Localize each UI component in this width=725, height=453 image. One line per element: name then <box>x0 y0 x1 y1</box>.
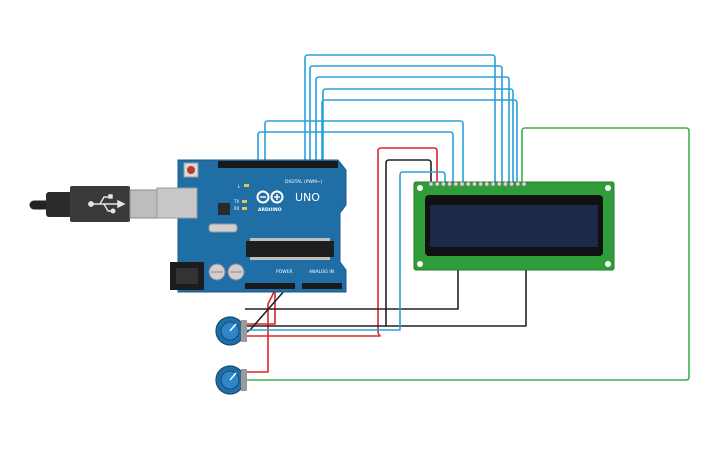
lcd-mount-hole <box>605 261 611 267</box>
lcd-mount-hole <box>417 185 423 191</box>
lcd-pin[interactable] <box>478 181 483 187</box>
led-label-l: L <box>238 184 241 189</box>
lcd-pin[interactable] <box>440 181 446 187</box>
usb-strain-relief <box>46 192 72 217</box>
potentiometer-terminals <box>241 320 247 342</box>
wire-5v-to-lcd[interactable] <box>246 147 438 337</box>
wire-d3-to-lcd-d6[interactable] <box>309 65 503 183</box>
wire-d12-to-lcd-rs[interactable] <box>257 131 454 183</box>
dc-jack-inner <box>176 268 198 284</box>
potentiometer-terminals <box>241 369 247 391</box>
lcd-pin-row <box>428 181 527 187</box>
crystal-oscillator <box>208 223 238 233</box>
lcd-mount-hole <box>417 261 423 267</box>
lcd-pin[interactable] <box>509 181 514 187</box>
potentiometer-indicator <box>229 323 237 332</box>
arduino-uno[interactable]: DIGITAL (PWM~) L TX RX ARDUINO UNO <box>156 159 347 293</box>
arduino-logo-icon <box>256 190 284 204</box>
atmega-pins <box>250 238 330 260</box>
wire-d11-to-lcd-en[interactable] <box>264 120 464 183</box>
lcd-pin[interactable] <box>521 181 527 187</box>
usb-cable[interactable] <box>29 186 161 222</box>
lcd-pin[interactable] <box>490 181 496 187</box>
power-header <box>245 283 295 289</box>
potentiometer-indicator <box>229 372 237 381</box>
reset-button-cap[interactable] <box>187 166 195 174</box>
wire-pot1-wiper-to-lcd-v0[interactable] <box>246 171 446 331</box>
power-header-label: POWER <box>276 269 293 275</box>
lcd-pin[interactable] <box>447 181 452 187</box>
lcd-pin[interactable] <box>434 181 440 187</box>
lcd-pin[interactable] <box>453 181 459 187</box>
analog-header-label: ANALOG IN <box>309 269 334 275</box>
lcd-screen <box>430 205 598 247</box>
wire-gnd-lcd-k[interactable] <box>245 270 527 327</box>
lcd-pin[interactable] <box>496 181 502 187</box>
usb-controller-chip <box>218 203 230 215</box>
potentiometer-1[interactable] <box>215 316 247 346</box>
lcd-pin[interactable] <box>459 181 465 187</box>
wire-d4-to-lcd-d5[interactable] <box>315 76 510 183</box>
arduino-model-label: UNO <box>295 191 320 204</box>
wire-d5-to-lcd-d4[interactable] <box>322 88 514 183</box>
lcd-pin[interactable] <box>484 181 490 187</box>
lcd-16x2[interactable] <box>413 181 615 271</box>
usb-icon <box>88 194 126 214</box>
digital-header <box>218 161 338 168</box>
lcd-pin[interactable] <box>515 181 521 187</box>
led-l <box>244 184 249 187</box>
lcd-mount-hole <box>605 185 611 191</box>
wire-gnd-pot-rail[interactable] <box>245 270 459 310</box>
potentiometer-2[interactable] <box>215 365 247 395</box>
led-label-rx: RX <box>234 206 240 211</box>
analog-header <box>302 283 342 289</box>
lcd-pin[interactable] <box>465 181 471 187</box>
atmega-microcontroller <box>246 241 334 257</box>
usb-b-jack <box>156 187 198 219</box>
wires <box>244 54 690 381</box>
wire-gnd-to-lcd-vss[interactable] <box>385 159 432 326</box>
wire-5v-to-pot2[interactable] <box>246 289 276 373</box>
lcd-pin[interactable] <box>502 181 508 187</box>
wire-pot2-to-lcd-anode[interactable] <box>246 127 690 381</box>
lcd-pin[interactable] <box>428 181 434 187</box>
led-rx <box>242 207 247 210</box>
digital-header-label: DIGITAL (PWM~) <box>285 179 323 185</box>
led-label-tx: TX <box>233 199 239 204</box>
wire-d2-to-lcd-d7[interactable] <box>304 54 496 183</box>
arduino-brand-label: ARDUINO <box>258 207 282 213</box>
wire-d9-to-lcd[interactable] <box>321 99 518 183</box>
led-tx <box>242 200 247 203</box>
usb-plug-metal <box>129 189 161 219</box>
lcd-pin[interactable] <box>471 181 477 187</box>
